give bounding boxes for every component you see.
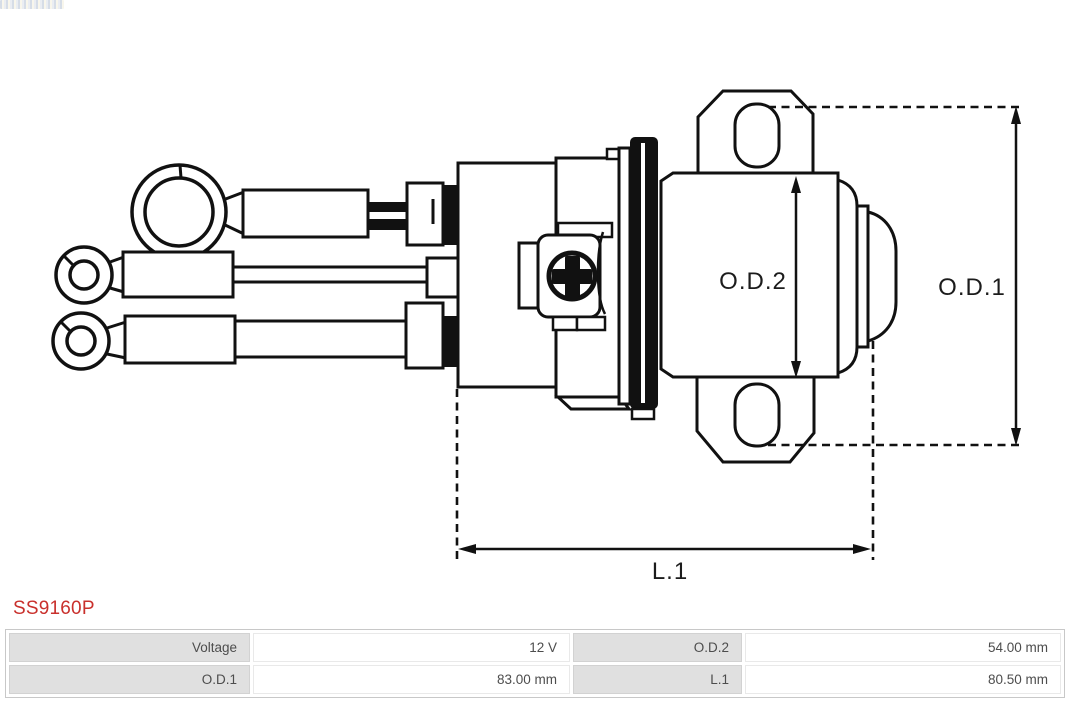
connector-upper [405,181,459,247]
mount-bracket-bottom [695,374,816,464]
spec-value-voltage: 12 V [253,633,570,662]
spec-label-l1: L.1 [573,665,742,694]
spec-table: Voltage 12 V O.D.2 54.00 mm O.D.1 83.00 … [5,629,1065,698]
spec-value-l1: 80.50 mm [745,665,1061,694]
dim-label-od1: O.D.1 [938,274,1006,301]
wire-crimp-lower [123,314,237,365]
solenoid-technical-drawing: O.D.2 O.D.1 L.1 [51,89,1022,585]
ring-terminal-middle [54,245,125,305]
dimension-od2: O.D.2 [719,176,801,378]
ring-terminal-lower [51,311,127,371]
spec-row-2: O.D.1 83.00 mm L.1 80.50 mm [9,665,1061,694]
dimension-od1: O.D.1 [938,106,1021,446]
threaded-stud-upper [368,202,407,230]
dim-label-l1: L.1 [652,558,688,585]
spec-label-od2: O.D.2 [573,633,742,662]
wire-middle [233,265,428,284]
wire-crimp-middle [121,250,235,299]
part-number: SS9160P [13,598,95,619]
body-cylinder [659,171,840,379]
mount-bracket-top [696,89,815,177]
end-cap [836,177,898,376]
dimension-l1: L.1 [458,544,871,585]
wire-crimp-upper [241,188,370,239]
connector-lower [404,301,459,370]
spec-row-1: Voltage 12 V O.D.2 54.00 mm [9,633,1061,662]
extension-lines [455,105,1022,560]
spec-label-od1: O.D.1 [9,665,250,694]
flange [617,137,658,421]
screw-terminal [517,231,607,332]
ring-terminal-large [130,163,245,261]
spec-label-voltage: Voltage [9,633,250,662]
connector-middle [425,256,460,299]
spec-value-od1: 83.00 mm [253,665,570,694]
spec-value-od2: 54.00 mm [745,633,1061,662]
cable-lower [235,319,407,359]
dim-label-od2: O.D.2 [719,268,787,295]
tiny-logo-smudge-icon [0,0,64,9]
